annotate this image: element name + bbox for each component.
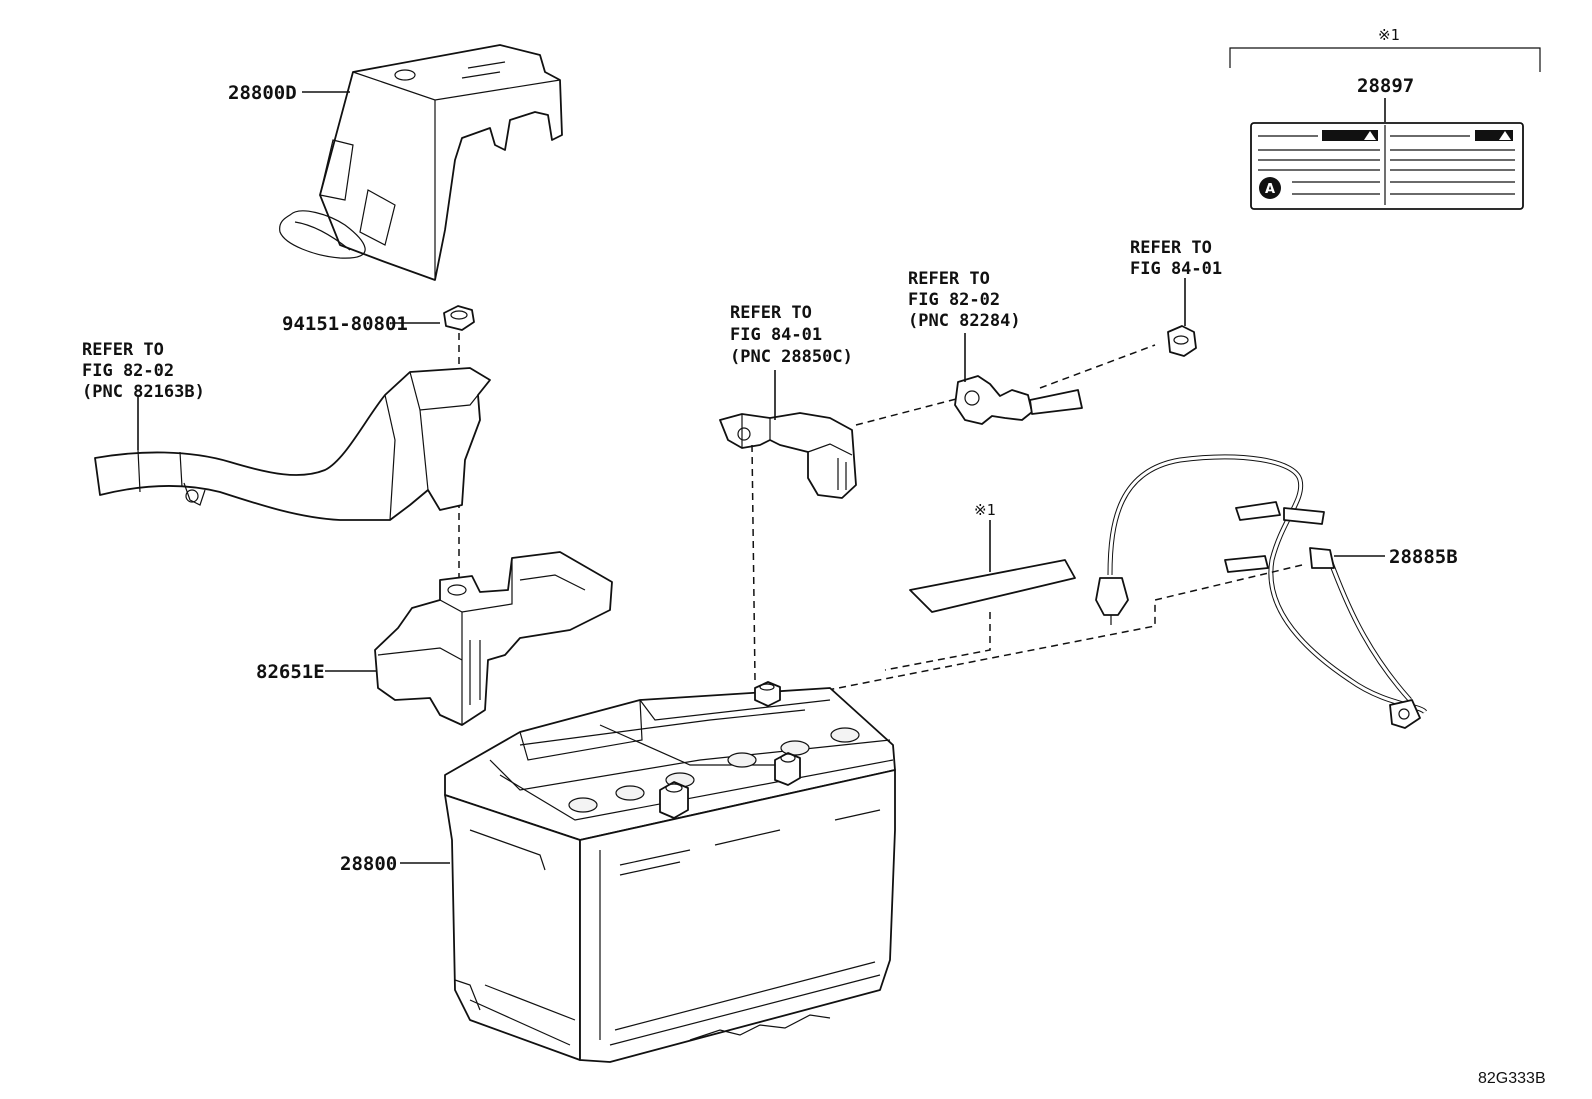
svg-text:REFER TO: REFER TO	[1130, 238, 1212, 258]
part-number-82651E: 82651E	[256, 661, 325, 683]
part-number-28885B: 28885B	[1389, 546, 1458, 568]
footnote-mark-top: ※1	[1378, 26, 1400, 44]
terminal-block-part[interactable]	[374, 551, 613, 726]
part-number-28800: 28800	[340, 853, 397, 875]
nut-part[interactable]	[443, 305, 475, 331]
refer-note-left[interactable]: REFER TO FIG 82-02 (PNC 82163B)	[82, 340, 205, 402]
battery-cover-part[interactable]	[279, 44, 563, 281]
svg-text:(PNC 28850C): (PNC 28850C)	[730, 347, 853, 367]
svg-text:(PNC 82163B): (PNC 82163B)	[82, 382, 205, 402]
ring-terminal-cable[interactable]	[954, 375, 1083, 425]
svg-text:FIG 84-01: FIG 84-01	[1130, 259, 1222, 279]
refer-note-right[interactable]: REFER TO FIG 84-01	[1130, 238, 1222, 279]
svg-text:REFER TO: REFER TO	[730, 303, 812, 323]
footnote-mark-mid: ※1	[974, 501, 996, 519]
label-location-line	[884, 612, 991, 671]
svg-text:REFER TO: REFER TO	[82, 340, 164, 360]
main-wire-harness	[94, 367, 491, 521]
part-number-28800D: 28800D	[228, 82, 297, 104]
label-bracket	[1229, 47, 1541, 72]
caution-label-part[interactable]: A	[1250, 122, 1524, 210]
refer-note-center[interactable]: REFER TO FIG 84-01 (PNC 28850C)	[730, 303, 853, 367]
battery-sensor-cable[interactable]	[1095, 454, 1428, 729]
battery-part[interactable]	[444, 681, 896, 1063]
sensor-alignment-line	[827, 564, 1303, 691]
svg-text:FIG 82-02: FIG 82-02	[908, 290, 1000, 310]
label-location-marker	[909, 559, 1076, 613]
svg-text:FIG 82-02: FIG 82-02	[82, 361, 174, 381]
svg-text:REFER TO: REFER TO	[908, 269, 990, 289]
part-number-28897: 28897	[1357, 75, 1414, 97]
refer-note-mid[interactable]: REFER TO FIG 82-02 (PNC 82284)	[908, 269, 1021, 331]
positive-terminal-clamp[interactable]	[719, 412, 857, 499]
terminal-nut[interactable]	[1167, 325, 1197, 357]
clamp-to-cable-line	[855, 397, 961, 426]
clamp-alignment-line	[751, 444, 756, 681]
label-badge-icon: A	[1265, 182, 1275, 197]
figure-id: 82G333B	[1478, 1070, 1546, 1087]
cable-to-nut-line	[1039, 344, 1156, 389]
svg-text:(PNC 82284): (PNC 82284)	[908, 311, 1021, 331]
svg-text:FIG 84-01: FIG 84-01	[730, 325, 822, 345]
part-number-94151-80801: 94151-80801	[282, 313, 408, 335]
